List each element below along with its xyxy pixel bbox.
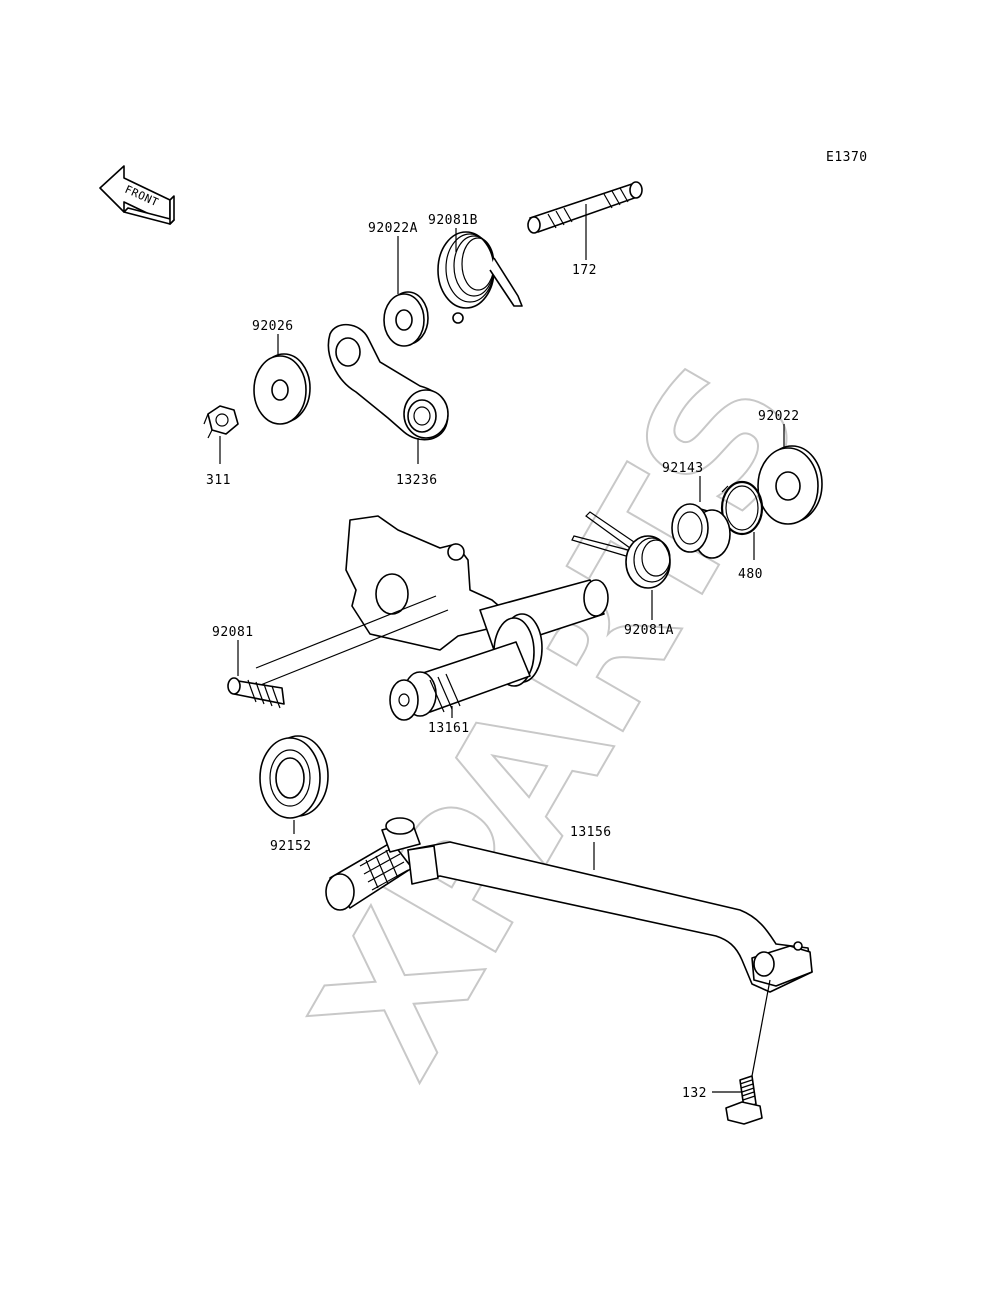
label-311: 311 [206, 473, 231, 488]
label-92081: 92081 [212, 625, 254, 640]
label-172: 172 [572, 263, 597, 278]
leader-13161-a [255, 595, 437, 669]
label-13156: 13156 [570, 825, 612, 840]
part-92022-washer [757, 445, 823, 525]
label-13161: 13161 [428, 721, 470, 736]
label-92026: 92026 [252, 319, 294, 334]
diagram-code: E1370 [826, 150, 868, 165]
watermark: XPARTS [273, 330, 844, 1109]
label-92143: 92143 [662, 461, 704, 476]
label-132: 132 [682, 1086, 707, 1101]
part-13161-shift-shaft [345, 515, 609, 721]
part-132-bolt [725, 1075, 763, 1125]
part-480-circlip [720, 480, 764, 536]
part-13156-pedal [325, 817, 813, 993]
label-13236: 13236 [396, 473, 438, 488]
part-92081A-spring [571, 511, 671, 589]
label-92081B: 92081B [428, 213, 478, 228]
label-92022: 92022 [758, 409, 800, 424]
part-13236-lever [327, 323, 449, 441]
label-480: 480 [738, 567, 763, 582]
part-92081-spring [227, 677, 285, 709]
part-92152-seal [259, 735, 329, 819]
label-92022A: 92022A [368, 221, 418, 236]
front-arrow-icon: FRONT [99, 165, 175, 225]
part-92143-collar [671, 503, 731, 559]
part-92081B-spring [437, 231, 523, 324]
part-92022A-washer [383, 291, 429, 347]
leader-13161-b [257, 609, 449, 687]
part-92026-washer [253, 353, 311, 425]
part-311-nut [203, 405, 239, 439]
leader-132-bolt [751, 979, 771, 1077]
watermark-text: XPARTS [274, 331, 843, 1108]
label-92081A: 92081A [624, 623, 674, 638]
label-92152: 92152 [270, 839, 312, 854]
part-172-pin [527, 181, 643, 234]
